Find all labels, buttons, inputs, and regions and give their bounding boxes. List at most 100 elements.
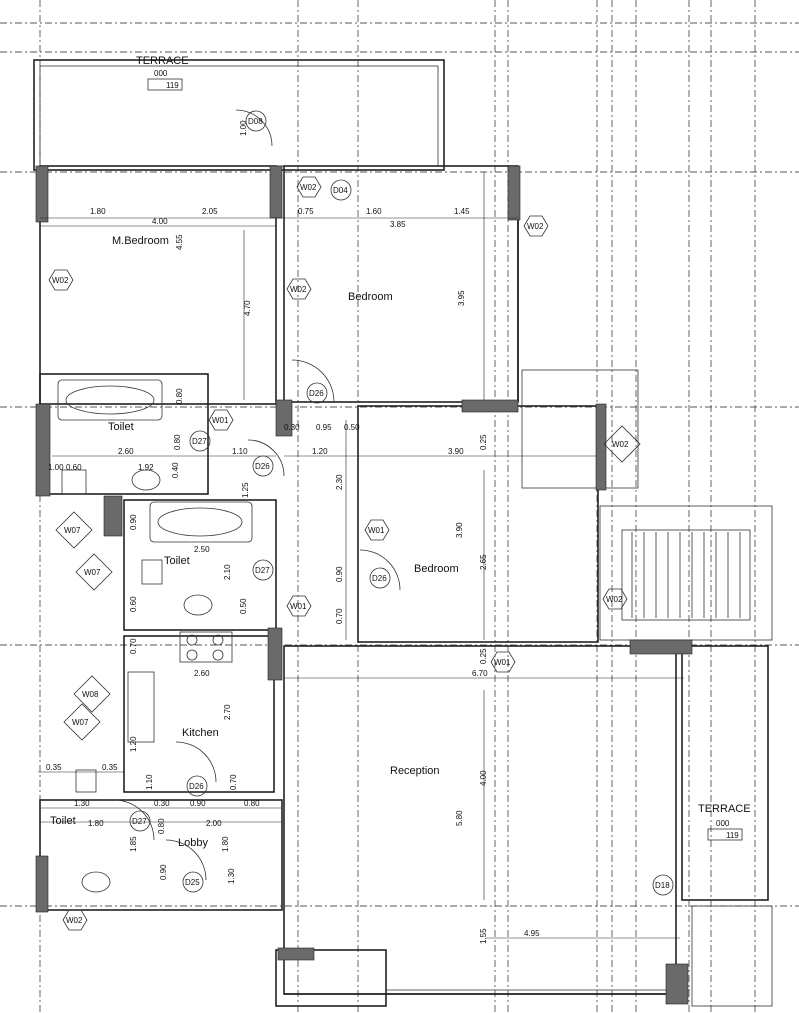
svg-text:W02: W02	[66, 916, 83, 925]
svg-text:W01: W01	[290, 602, 307, 611]
svg-text:W08: W08	[82, 690, 99, 699]
svg-text:W02: W02	[606, 595, 623, 604]
room-label-kitchen: Kitchen	[182, 727, 219, 739]
dimension-label: 1.10	[145, 774, 154, 790]
door-tag-d04: D04	[330, 179, 352, 201]
door-tag-d27: D27	[252, 559, 274, 581]
svg-text:W07: W07	[84, 568, 101, 577]
svg-text:W02: W02	[290, 285, 307, 294]
terrace-top-area: 119	[166, 81, 179, 90]
dimension-label: 2.10	[223, 564, 232, 580]
window-tag-w01: W01	[208, 409, 234, 431]
window-tag-w02: W02	[296, 176, 322, 198]
dimension-label: 3.85	[390, 220, 406, 229]
window-tag-w01: W01	[364, 519, 390, 541]
svg-text:W02: W02	[300, 183, 317, 192]
dimension-label: 2.05	[202, 207, 218, 216]
dimension-label: 2.60	[118, 447, 134, 456]
window-tag-w07: W07	[75, 553, 113, 591]
dimension-label: 1.55	[479, 928, 488, 944]
svg-text:D08: D08	[248, 117, 263, 126]
dimension-label: 1.45	[454, 207, 470, 216]
dimension-label: 0.75	[298, 207, 314, 216]
dimension-label: 0.90	[335, 566, 344, 582]
svg-text:W02: W02	[612, 440, 629, 449]
dimension-label: 0.60	[129, 596, 138, 612]
door-tag-d27: D27	[129, 810, 151, 832]
columns	[35, 165, 693, 1005]
dimension-label: 0.40	[171, 462, 180, 478]
window-tag-w01: W01	[286, 595, 312, 617]
fixtures	[57, 109, 751, 893]
svg-text:D26: D26	[189, 782, 204, 791]
window-tag-w07: W07	[55, 511, 93, 549]
dimension-label: 0.80	[157, 818, 166, 834]
dimension-label: 1.92	[138, 463, 154, 472]
dimension-label: 4.70	[243, 300, 252, 316]
dimension-label: 0.35	[102, 763, 118, 772]
dimension-label: 2.70	[223, 704, 232, 720]
dimension-label: 0.30	[154, 799, 170, 808]
window-tag-w02: W02	[523, 215, 549, 237]
dimension-label: 3.95	[457, 290, 466, 306]
walls	[33, 59, 773, 1007]
dimension-label: 0.70	[129, 638, 138, 654]
dimension-label: 0.25	[479, 434, 488, 450]
window-tag-w02: W02	[602, 588, 628, 610]
dimension-label: 2.30	[335, 474, 344, 490]
svg-text:W02: W02	[52, 276, 69, 285]
dimension-label: 3.90	[455, 522, 464, 538]
window-tag-w02: W02	[286, 278, 312, 300]
svg-text:W02: W02	[527, 222, 544, 231]
door-tag-d27: D27	[189, 430, 211, 452]
dimension-label: 1.00	[239, 120, 248, 136]
door-tags: D08 D04 D26 D26 D26 D26 D27 D27	[129, 110, 674, 896]
dimension-label: 1.25	[241, 482, 250, 498]
dimension-label: 0.80	[175, 388, 184, 404]
terrace-right-area: 119	[726, 831, 739, 840]
svg-text:D27: D27	[132, 817, 147, 826]
room-label-toilet-1: Toilet	[108, 421, 134, 433]
dimension-label: 0.70	[229, 774, 238, 790]
svg-text:D26: D26	[309, 389, 324, 398]
door-tag-d26: D26	[186, 775, 208, 797]
terrace-top-code: 000	[154, 69, 168, 78]
dimension-label: 2.50	[194, 545, 210, 554]
dimension-label: 0.30	[284, 423, 300, 432]
room-label-bedroom-2: Bedroom	[414, 563, 459, 575]
svg-text:D27: D27	[255, 566, 270, 575]
room-label-m-bedroom: M.Bedroom	[112, 235, 169, 247]
window-tag-w02: W02	[603, 425, 641, 463]
svg-text:D26: D26	[372, 574, 387, 583]
dimension-label: 1.10	[232, 447, 248, 456]
window-tag-w02: W02	[62, 909, 88, 931]
dimension-label: 4.95	[524, 929, 540, 938]
svg-text:D26: D26	[255, 462, 270, 471]
svg-text:W07: W07	[64, 526, 81, 535]
svg-text:D25: D25	[185, 878, 200, 887]
room-label-terrace-top: TERRACE	[136, 55, 189, 67]
dimension-label: 4.00	[479, 770, 488, 786]
dimension-label: 1.00	[48, 463, 64, 472]
dimension-label: 5.80	[455, 810, 464, 826]
dimension-label: 4.00	[152, 217, 168, 226]
svg-text:W01: W01	[494, 658, 511, 667]
window-tag-w02: W02	[48, 269, 74, 291]
dimension-label: 3.90	[448, 447, 464, 456]
room-label-bedroom-1: Bedroom	[348, 291, 393, 303]
dimension-label: 0.35	[46, 763, 62, 772]
window-tags: W02 W02 W02 W02 W02 W02 W02 W01	[48, 176, 641, 931]
dimension-label: 1.30	[227, 868, 236, 884]
terrace-right-code: 000	[716, 819, 730, 828]
dimension-label: 0.50	[344, 423, 360, 432]
svg-text:D04: D04	[333, 186, 348, 195]
dimension-labels: 1.80 4.00 2.05 0.75 1.60 1.45 3.85 4.55 …	[46, 120, 540, 944]
dimension-label: 2.65	[479, 554, 488, 570]
dimension-label: 1.80	[88, 819, 104, 828]
dimension-label: 2.60	[194, 669, 210, 678]
door-tag-d08: D08	[245, 110, 267, 132]
dimension-label: 4.55	[175, 234, 184, 250]
room-label-terrace-right: TERRACE	[698, 803, 751, 815]
